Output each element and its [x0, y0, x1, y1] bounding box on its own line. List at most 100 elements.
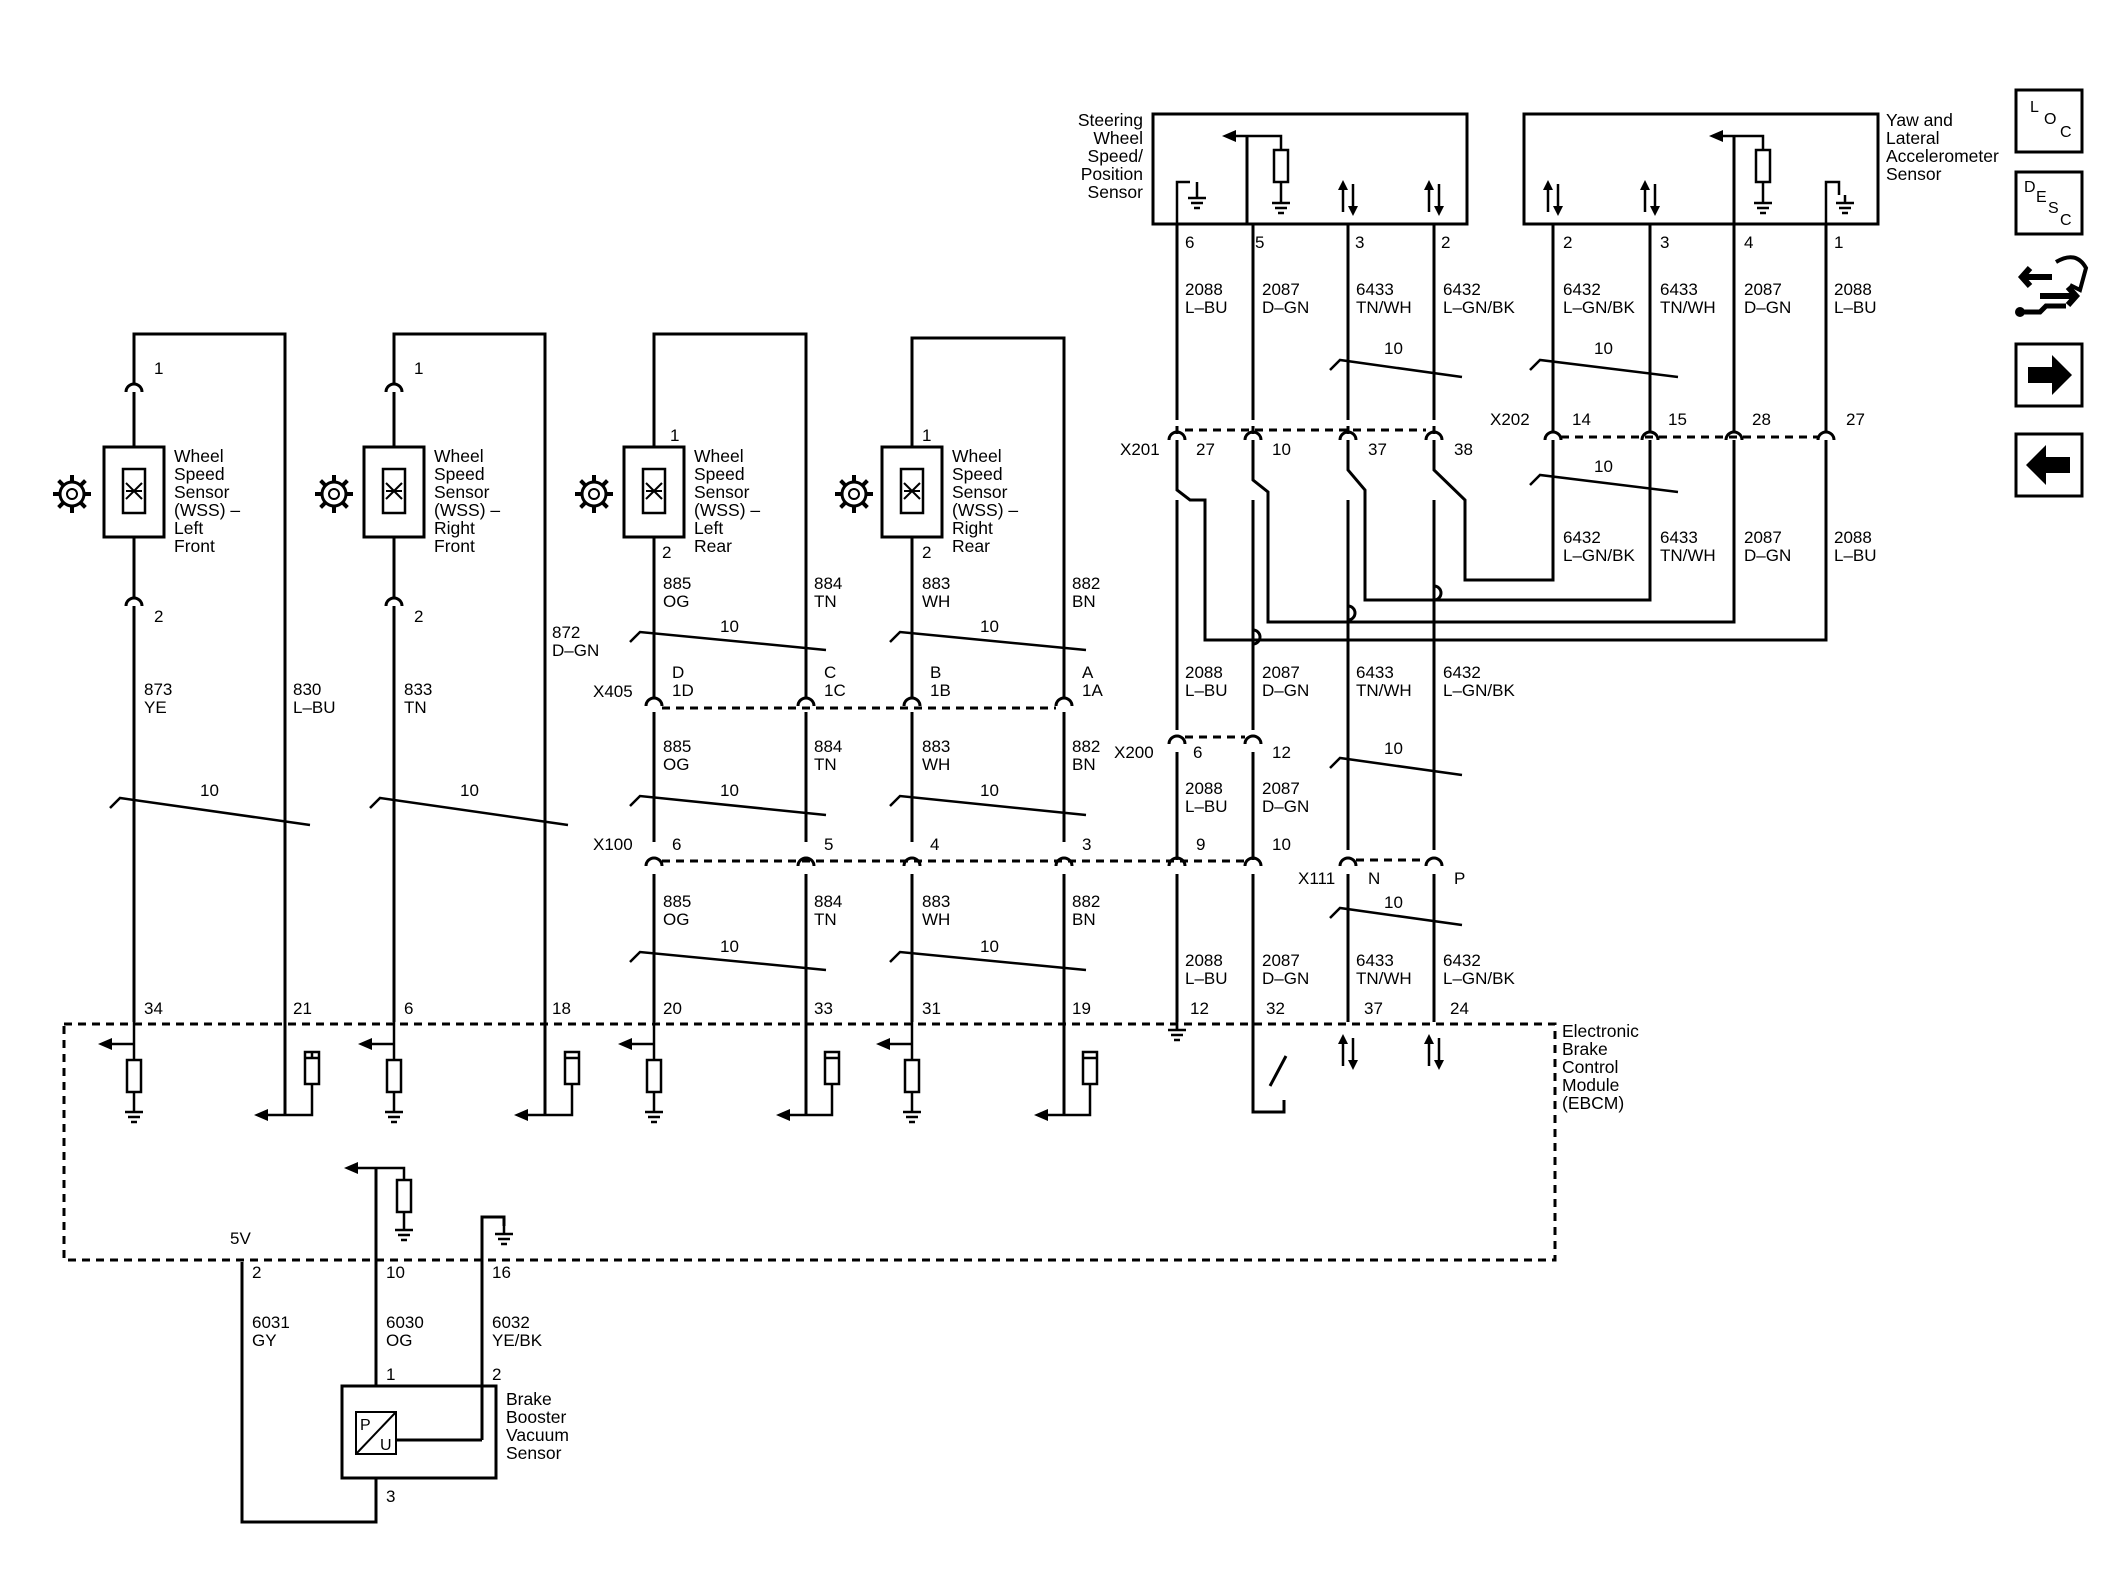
svg-text:L–GN/BK: L–GN/BK	[1443, 298, 1515, 317]
svg-text:24: 24	[1450, 999, 1469, 1018]
svg-text:1C: 1C	[824, 681, 846, 700]
svg-text:2088: 2088	[1185, 280, 1223, 299]
svg-text:A: A	[1082, 663, 1094, 682]
svg-text:10: 10	[980, 937, 999, 956]
svg-text:5: 5	[824, 835, 833, 854]
wires-top-right: 10 10	[1175, 224, 1828, 432]
svg-text:Front: Front	[174, 536, 215, 556]
svg-text:X201: X201	[1120, 440, 1160, 459]
svg-text:20: 20	[663, 999, 682, 1018]
svg-text:WH: WH	[922, 592, 950, 611]
svg-text:2: 2	[492, 1365, 501, 1384]
svg-text:10: 10	[1272, 440, 1291, 459]
svg-text:883: 883	[922, 892, 950, 911]
svg-text:2088: 2088	[1185, 779, 1223, 798]
svg-text:2087: 2087	[1262, 663, 1300, 682]
svg-text:1: 1	[922, 426, 931, 445]
svg-text:1: 1	[670, 426, 679, 445]
svg-text:Speed: Speed	[434, 464, 485, 484]
svg-text:Electronic: Electronic	[1562, 1021, 1639, 1041]
svg-text:10: 10	[1384, 739, 1403, 758]
svg-text:TN/WH: TN/WH	[1660, 298, 1716, 317]
svg-text:21: 21	[293, 999, 312, 1018]
connector-wrench-icon[interactable]	[2015, 255, 2089, 317]
yaw-label-2: Lateral	[1886, 128, 1940, 148]
sws-label-2: Wheel	[1093, 128, 1143, 148]
svg-text:Wheel: Wheel	[952, 446, 1002, 466]
svg-text:10: 10	[720, 937, 739, 956]
sws-label-5: Sensor	[1088, 182, 1144, 202]
ebcm-input-lf	[98, 1022, 145, 1124]
connector-x202: X202 14 15 28 27	[1490, 410, 1865, 442]
svg-text:885: 885	[663, 892, 691, 911]
svg-text:OG: OG	[663, 910, 689, 929]
svg-text:D–GN: D–GN	[1744, 298, 1791, 317]
svg-text:Control: Control	[1562, 1057, 1618, 1077]
ebcm-input-rf	[358, 1022, 405, 1124]
svg-text:2: 2	[252, 1263, 261, 1282]
previous-arrow-button[interactable]	[2014, 432, 2084, 498]
svg-text:1A: 1A	[1082, 681, 1103, 700]
svg-text:27: 27	[1846, 410, 1865, 429]
svg-text:6: 6	[672, 835, 681, 854]
svg-text:1D: 1D	[672, 681, 694, 700]
svg-text:Vacuum: Vacuum	[506, 1425, 569, 1445]
svg-text:5: 5	[1255, 233, 1264, 252]
svg-text:(WSS) –: (WSS) –	[952, 500, 1018, 520]
svg-text:33: 33	[814, 999, 833, 1018]
svg-text:883: 883	[922, 737, 950, 756]
svg-text:3: 3	[1355, 233, 1364, 252]
svg-text:BN: BN	[1072, 592, 1096, 611]
next-arrow-button[interactable]	[2014, 342, 2084, 408]
svg-text:WH: WH	[922, 910, 950, 929]
svg-text:10: 10	[720, 617, 739, 636]
svg-text:38: 38	[1454, 440, 1473, 459]
svg-text:Brake: Brake	[506, 1389, 552, 1409]
svg-text:TN/WH: TN/WH	[1356, 298, 1412, 317]
svg-text:(WSS) –: (WSS) –	[174, 500, 240, 520]
svg-text:2: 2	[1563, 233, 1572, 252]
svg-text:1: 1	[154, 359, 163, 378]
svg-text:6032: 6032	[492, 1313, 530, 1332]
svg-text:5V: 5V	[230, 1229, 251, 1248]
svg-text:10: 10	[1594, 339, 1613, 358]
svg-text:18: 18	[552, 999, 571, 1018]
svg-text:OG: OG	[663, 592, 689, 611]
svg-text:6433: 6433	[1356, 280, 1394, 299]
svg-text:D: D	[2024, 179, 2036, 196]
svg-text:10: 10	[1272, 835, 1291, 854]
svg-text:C: C	[2060, 124, 2072, 141]
svg-text:6432: 6432	[1443, 663, 1481, 682]
gear-icon	[833, 473, 875, 515]
svg-text:14: 14	[1572, 410, 1591, 429]
svg-text:L–GN/BK: L–GN/BK	[1443, 969, 1515, 988]
svg-text:Left: Left	[174, 518, 203, 538]
svg-text:4: 4	[1744, 233, 1753, 252]
steering-wheel-sensor: Steering Wheel Speed/ Position Sensor	[1078, 110, 1469, 226]
svg-text:Sensor: Sensor	[694, 482, 750, 502]
svg-text:X111: X111	[1298, 869, 1335, 888]
wires-cross-routing: 10	[1175, 440, 1828, 850]
ebcm-input-lr-ret	[776, 1050, 841, 1121]
svg-text:L–BU: L–BU	[293, 698, 336, 717]
ebcm-input-rr-ret	[1034, 1050, 1099, 1121]
svg-text:P: P	[1454, 869, 1465, 888]
brake-booster-vacuum-sensor: P U Brake Booster Vacuum Sensor 1 2 3 60…	[240, 1262, 569, 1524]
svg-text:6433: 6433	[1356, 663, 1394, 682]
svg-text:10: 10	[460, 781, 479, 800]
svg-text:1: 1	[386, 1365, 395, 1384]
location-icon[interactable]: L O C	[2014, 88, 2084, 154]
svg-text:6: 6	[1185, 233, 1194, 252]
svg-text:9: 9	[1196, 835, 1205, 854]
svg-text:D–GN: D–GN	[552, 641, 599, 660]
svg-text:(EBCM): (EBCM)	[1562, 1093, 1624, 1113]
svg-text:6433: 6433	[1660, 280, 1698, 299]
svg-text:10: 10	[386, 1263, 405, 1282]
description-icon[interactable]: D E S C	[2014, 170, 2084, 236]
wss-left-front: 1 2 Wheel Speed Sensor (WSS) – Left Fron…	[51, 332, 336, 1115]
svg-text:TN: TN	[814, 592, 837, 611]
nav-icons: L O C D E S C	[2014, 88, 2089, 498]
